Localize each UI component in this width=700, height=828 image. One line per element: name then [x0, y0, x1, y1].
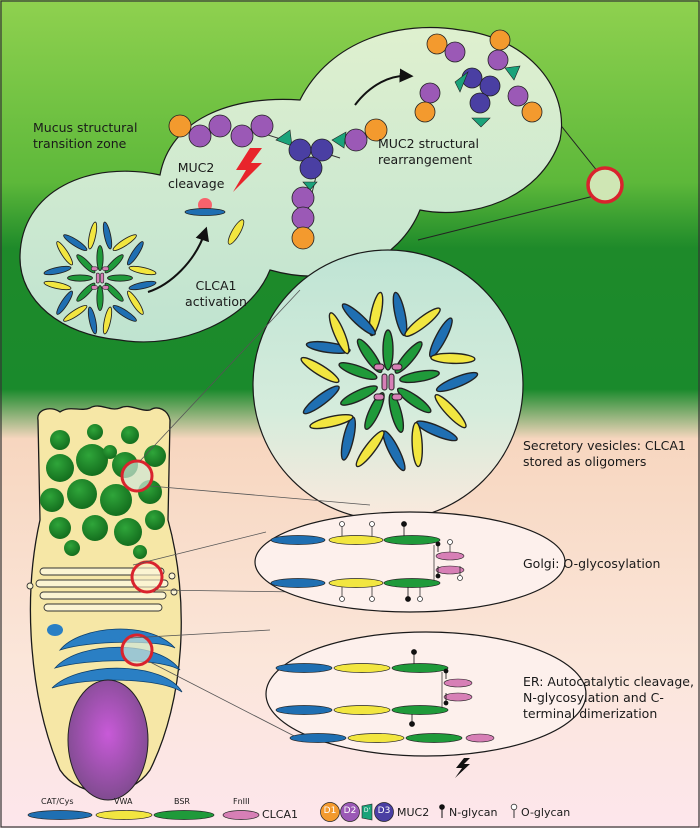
activation-arrow: [147, 226, 209, 293]
transition-zone-label: Mucus structural transition zone: [33, 120, 138, 151]
clca1-oligomer-large: [294, 290, 482, 476]
vesicle-marker: [120, 459, 154, 493]
nucleus: [67, 679, 149, 801]
rearrangement-arrow: [354, 68, 414, 106]
er-marker: [120, 633, 154, 667]
er-clca1-forms: [275, 649, 495, 778]
muc2-complex-intact: [168, 114, 388, 250]
legend-o-glycan-label: O-glycan: [521, 806, 571, 819]
zoom-line: [417, 194, 599, 241]
golgi-label: Golgi: O-glycosylation: [523, 556, 661, 571]
clca1-activation-label: CLCA1 activation: [185, 278, 247, 309]
legend-cat-cys-swatch: [27, 810, 93, 820]
er-panel: [265, 631, 587, 757]
legend-dprime-swatch: [361, 803, 373, 821]
golgi-marker: [130, 560, 164, 594]
clca1-oligomer-small: [42, 220, 158, 336]
legend-muc2-label: MUC2: [397, 806, 430, 819]
er-label: ER: Autocatalytic cleavage, N-glycosylat…: [523, 674, 694, 721]
legend-n-glycan-label: N-glycan: [449, 806, 498, 819]
secretory-vesicles-label: Secretory vesicles: CLCA1 stored as olig…: [523, 438, 686, 469]
legend-vwa-swatch: [95, 810, 153, 820]
legend-d3-swatch: [374, 802, 394, 822]
legend-d1-label: D1: [323, 806, 337, 816]
muc2-rearrangement-label: MUC2 structural rearrangement: [378, 136, 480, 167]
legend-d2-swatch: [340, 802, 360, 822]
muc2-complex-rearranged: [414, 29, 543, 128]
er-cleavage-bolt-icon: [455, 758, 470, 778]
legend-cat-cys-label: CAT/Cys: [41, 797, 74, 806]
cleavage-bolt-icon: [233, 148, 262, 192]
legend-bsr-label: BSR: [174, 797, 190, 806]
legend-fniii-swatch: [222, 810, 260, 820]
legend-clca1-label: CLCA1: [262, 808, 299, 821]
muc2-cleavage-label: MUC2 cleavage: [168, 160, 225, 191]
legend-fniii-label: FnIII: [233, 797, 250, 806]
legend-d2-label: D2: [343, 806, 357, 816]
cleaved-clca1: [184, 198, 245, 245]
legend-d3-label: D3: [377, 806, 391, 816]
legend-vwa-label: VWA: [114, 797, 133, 806]
legend-d1-swatch: [320, 802, 340, 822]
secretory-vesicles: [40, 424, 166, 559]
legend: [27, 802, 518, 822]
legend-bsr-swatch: [153, 810, 215, 820]
legend-dprime-label: D': [363, 807, 371, 814]
golgi-panel: [254, 511, 566, 613]
zoom-marker: [586, 166, 624, 204]
golgi-clca1-dimer: [270, 521, 465, 602]
vesicle-zoom-circle: [252, 249, 524, 521]
